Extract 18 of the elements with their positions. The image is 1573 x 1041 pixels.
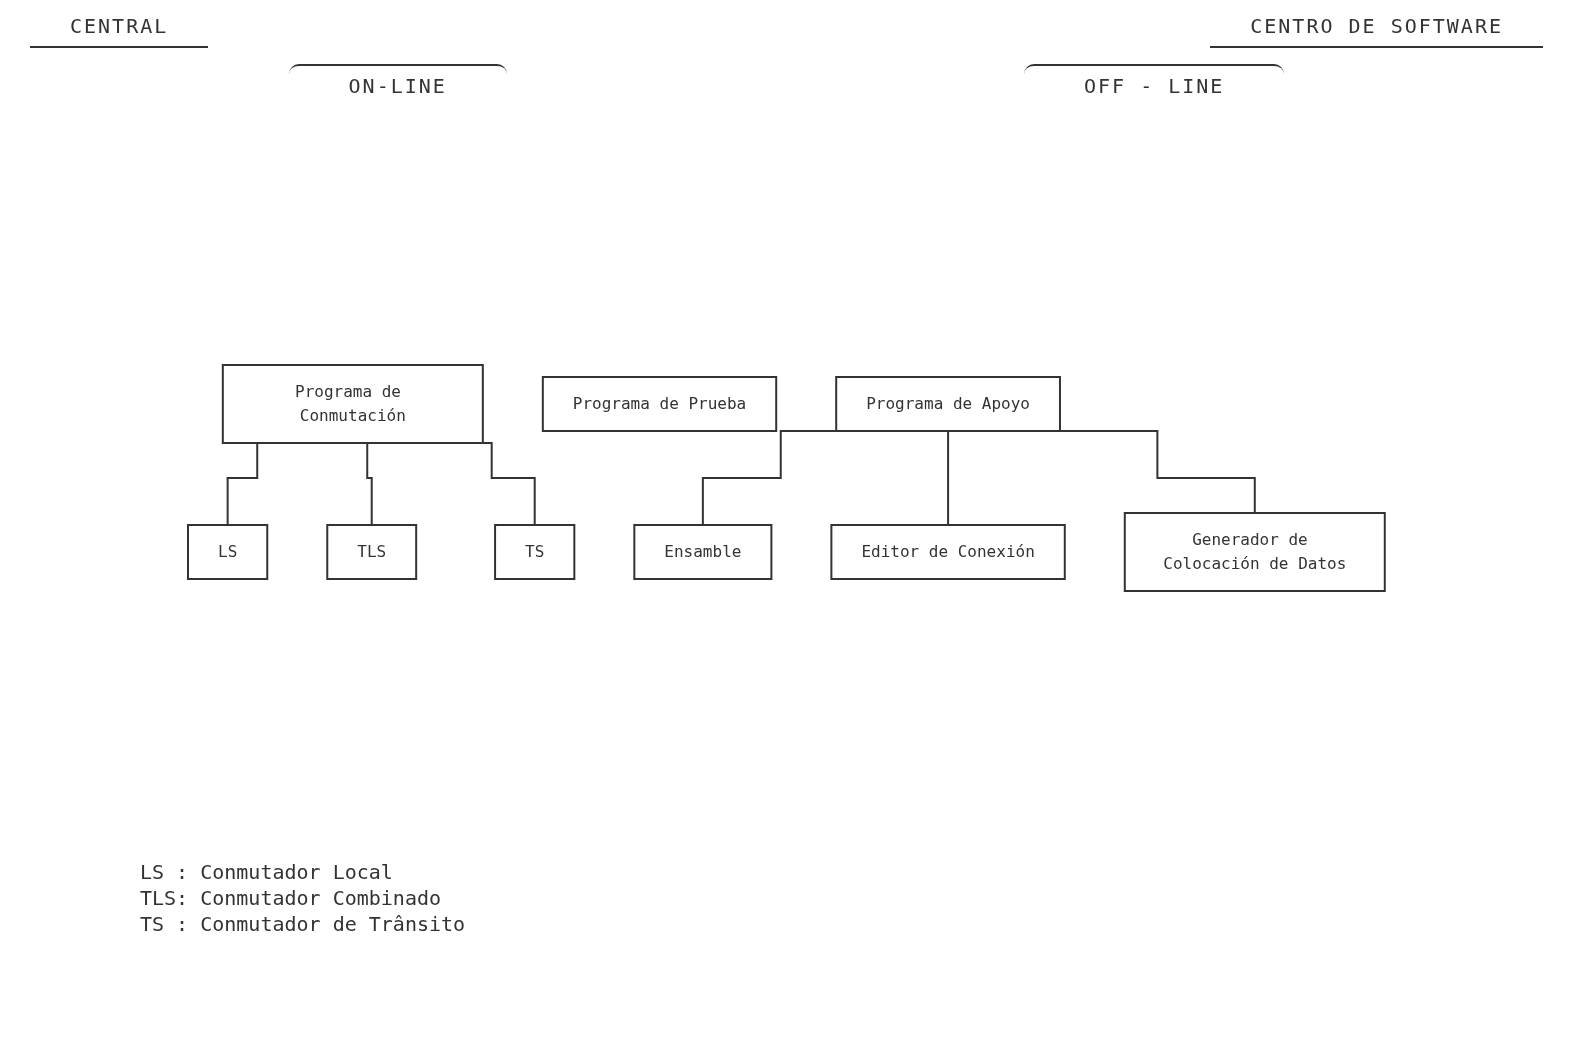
connector xyxy=(947,430,950,526)
abbreviation-note: LS : Conmutador Local xyxy=(140,860,394,884)
node-box: Programa de Conmutación xyxy=(221,364,484,444)
connector xyxy=(1059,430,1256,514)
node-box: LS xyxy=(187,524,269,580)
node-box: Editor de Conexión xyxy=(830,524,1066,580)
node-box: Generador de Colocación de Datos xyxy=(1123,512,1386,592)
abbreviation-note: TS : Conmutador de Trânsito xyxy=(140,912,467,936)
node-box: Ensamble xyxy=(633,524,773,580)
abbreviation-note: TLS: Conmutador Combinado xyxy=(140,886,443,910)
node-box: TLS xyxy=(326,524,418,580)
node-box: Programa de Prueba xyxy=(541,376,778,432)
node-box: TS xyxy=(494,524,576,580)
section-heading: CENTRO DE SOFTWARE xyxy=(1210,14,1543,48)
section-heading: CENTRAL xyxy=(30,14,209,48)
node-box: Programa de Apoyo xyxy=(835,376,1062,432)
bracket-heading: ON-LINE xyxy=(288,64,507,98)
bracket-heading: OFF - LINE xyxy=(1024,64,1285,98)
